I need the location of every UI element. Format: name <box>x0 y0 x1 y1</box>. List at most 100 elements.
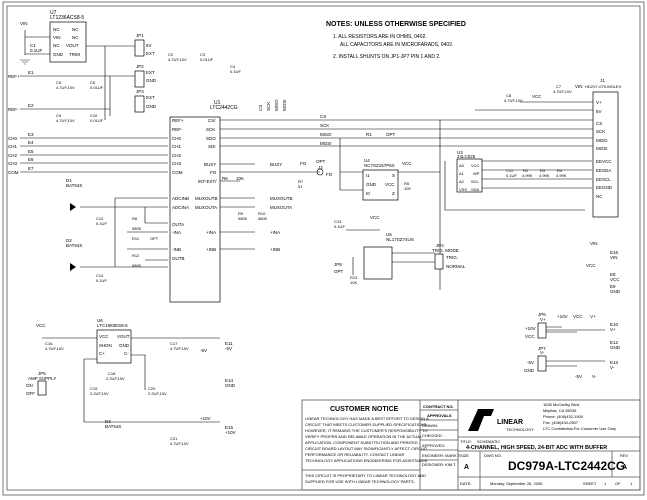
u1-pin: MUXOUTB <box>195 196 218 201</box>
vcc-label: VCC <box>532 94 542 99</box>
jp1-jumper[interactable] <box>134 39 145 57</box>
c21-ref: C21 <box>170 436 178 441</box>
address-line: Phone: (408)432-1900 <box>543 414 584 419</box>
u7-part: LT1236ACS8-5 <box>50 15 84 21</box>
r6-value: 10K <box>236 176 244 181</box>
r6-ref: R6 <box>222 176 228 181</box>
r3-value: 4.99K <box>539 173 550 178</box>
r8-pkg: 0805 <box>132 226 142 231</box>
notice-line: CIRCUIT THAT MEETS CUSTOMER-SUPPLIED SPE… <box>305 422 427 427</box>
u1-pin: FO <box>210 170 217 175</box>
logo-mark-icon <box>468 409 494 431</box>
c10-value: 0.01UF <box>90 118 104 123</box>
e14-ref: E14 <box>225 378 234 383</box>
u4-pin: VCC <box>385 182 395 187</box>
u3-pin: A2 <box>459 179 465 184</box>
address-line: Milpitas, CA 95035 <box>543 408 577 413</box>
u1-right-pins: CS/ SCK SDO SDI BUSY FO INT-EXT/ MUXOUTB… <box>195 118 218 252</box>
e10-net: V+ <box>610 327 616 332</box>
u7-pin: NC <box>53 43 60 48</box>
net-miso: MISO <box>320 132 332 137</box>
r4-ref: R4 <box>557 168 563 173</box>
d1-ref: D1 <box>66 178 72 183</box>
jp3-ref: JP3 <box>136 89 144 94</box>
u1-pin: SDI <box>208 144 216 149</box>
c16-ref: C16 <box>45 341 53 346</box>
jp5-ref: JP5 <box>38 371 46 376</box>
r5-ref: R5 <box>404 181 410 186</box>
jp6-opt2: VCC <box>525 334 535 339</box>
jp7-ref: JP7 <box>538 346 546 351</box>
jp7-jumper[interactable] <box>537 355 547 372</box>
jp6-jumper[interactable] <box>537 322 547 339</box>
c19-ref: C19 <box>90 386 98 391</box>
j1-pin: MISO <box>596 138 608 143</box>
j1-pin: SCK <box>596 129 605 134</box>
u1-pin: OUTA <box>172 222 184 227</box>
u1-pin: CH1 <box>172 144 181 149</box>
c6-ref: C6 <box>90 80 96 85</box>
u5-part: NL17SZ74US <box>386 237 414 242</box>
tp-mosi: MOSI <box>282 99 287 111</box>
u6-pin: C+ <box>99 351 105 356</box>
r5-value: 100 <box>404 186 411 191</box>
contract-label: CONTRACT NO. <box>423 404 454 409</box>
c11-ref: C11 <box>506 168 514 173</box>
jp5-opt2: OFF <box>26 391 35 396</box>
p10v-label: +10V <box>200 416 211 421</box>
e16-net: VIN <box>610 255 618 260</box>
jp2-jumper[interactable] <box>134 70 145 88</box>
d1-diode-icon <box>70 203 76 211</box>
jp2-opt2: GND <box>146 78 157 83</box>
e4-ref: E4 <box>28 140 34 145</box>
r9-ref: R9 <box>238 211 244 216</box>
u4-pin: I0 <box>366 191 370 196</box>
j1-pin: EEVCC <box>596 159 612 164</box>
u6-pin: GND <box>119 343 130 348</box>
u5-ref: U5 <box>386 232 392 237</box>
j1-connector: J1 HD2X7-079-MOLEX V+ 5V CS SCK MISO MOS… <box>440 78 622 218</box>
e3-ref: E3 <box>28 132 34 137</box>
u7-pin: VIN <box>53 35 61 40</box>
p10v-label: +10V <box>557 314 568 319</box>
r10-ref: R10 <box>258 211 266 216</box>
logo-main: LINEAR <box>497 419 523 426</box>
r3-ref: R3 <box>540 168 546 173</box>
j2-sma-connector[interactable] <box>316 168 324 176</box>
jp3-jumper[interactable] <box>134 95 145 113</box>
c7-value: 4.7UF,10V <box>553 89 572 94</box>
channel-inputs: CH0 CH1 CH2 CH3 COM E3 E4 E5 E6 E7 <box>8 132 168 175</box>
u3-eeprom: U3 24LC025 A0 A1 A2 VSS VCC WP SCL SDA C… <box>444 150 592 211</box>
e6-ref: E6 <box>28 157 34 162</box>
jp4-jumper[interactable] <box>434 253 444 270</box>
d1-part: BAT54S <box>66 183 82 188</box>
c14-value: 0.1UF <box>96 278 107 283</box>
checked-label: CHECKED: <box>422 433 443 438</box>
u1-pin: OUTB <box>172 256 185 261</box>
c2-value: 4.7UF,10V <box>168 57 187 62</box>
r8-ref: R8 <box>132 216 138 221</box>
jp5-jumper[interactable] <box>37 380 47 396</box>
e8-ref: E8 <box>610 272 616 277</box>
u1-pin: SDO <box>206 136 216 141</box>
vin-label: VIN <box>575 84 583 89</box>
tp-busy: BUSY <box>270 162 282 167</box>
c9-ref: C9 <box>56 113 62 118</box>
of-label: OF <box>615 481 621 486</box>
jp6-opt1: +10V <box>525 326 536 331</box>
c1-value: 0.1UF <box>30 48 43 53</box>
jp8-ref: JP8 <box>334 262 342 267</box>
j1-pin: CS <box>596 121 602 126</box>
r13-ref: R13 <box>350 275 358 280</box>
notice-line: VERIFY PROPER AND RELIABLE OPERATION IN … <box>305 434 423 439</box>
r11-value: OPT <box>150 236 159 241</box>
u6-pin: VCC <box>99 334 109 339</box>
u7-pin: NC <box>53 27 60 32</box>
u5-flipflop: U5 NL17SZ74US VCC C13 0.1UF JP8 OPT R13 … <box>334 215 466 285</box>
j2-ref: J2 <box>318 165 323 170</box>
u4-ref: U4 <box>364 158 370 163</box>
u1-pin: MUXOUTA <box>195 205 217 210</box>
r1-value: OPT <box>386 132 396 137</box>
jp8-value: OPT <box>334 269 344 274</box>
